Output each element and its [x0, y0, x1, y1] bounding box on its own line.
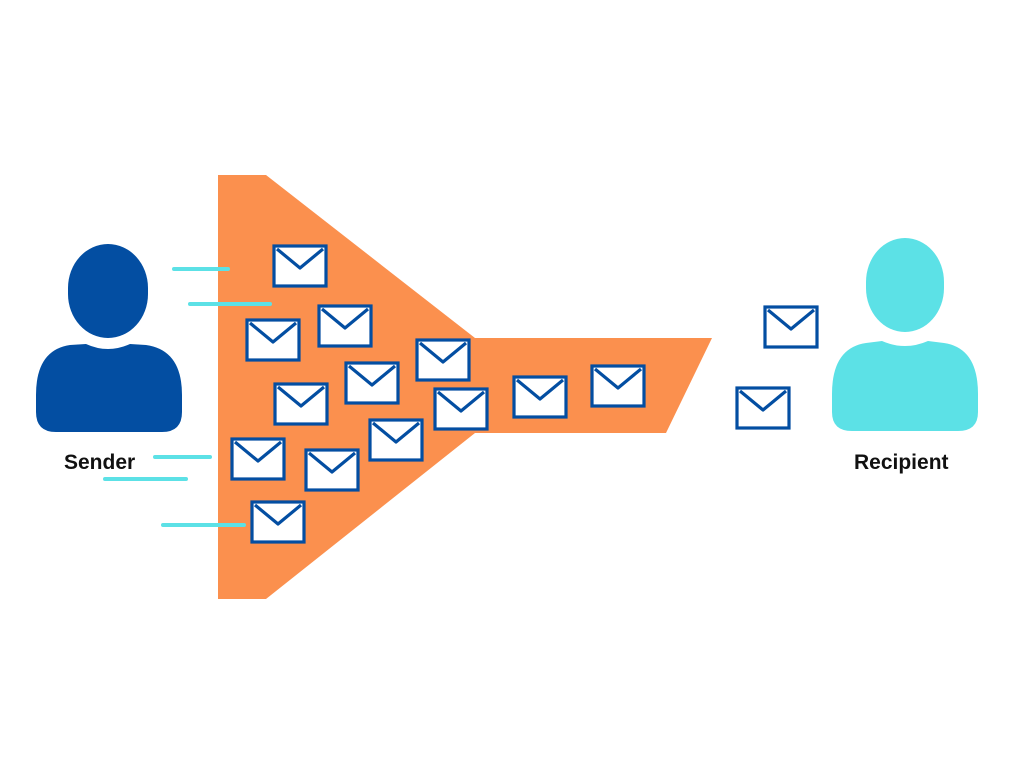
envelope-icon: [344, 361, 400, 405]
envelope-icon: [512, 375, 568, 419]
recipient-person-icon: [832, 238, 978, 431]
envelope-icon: [230, 437, 286, 481]
envelopes: [230, 244, 819, 544]
funnel-shape: [218, 175, 712, 599]
envelope-icon: [590, 364, 646, 408]
envelope-icon: [735, 386, 791, 430]
envelope-icon: [763, 305, 819, 349]
envelope-icon: [250, 500, 306, 544]
envelope-icon: [415, 338, 471, 382]
sender-label: Sender: [64, 451, 136, 474]
envelope-icon: [317, 304, 373, 348]
envelope-icon: [272, 244, 328, 288]
sender-person-icon: [36, 244, 182, 432]
speed-lines: [103, 267, 272, 527]
recipient-label: Recipient: [854, 451, 949, 474]
envelope-icon: [368, 418, 424, 462]
envelope-icon: [273, 382, 329, 426]
envelope-icon: [245, 318, 301, 362]
envelope-icon: [433, 387, 489, 431]
envelope-icon: [304, 448, 360, 492]
